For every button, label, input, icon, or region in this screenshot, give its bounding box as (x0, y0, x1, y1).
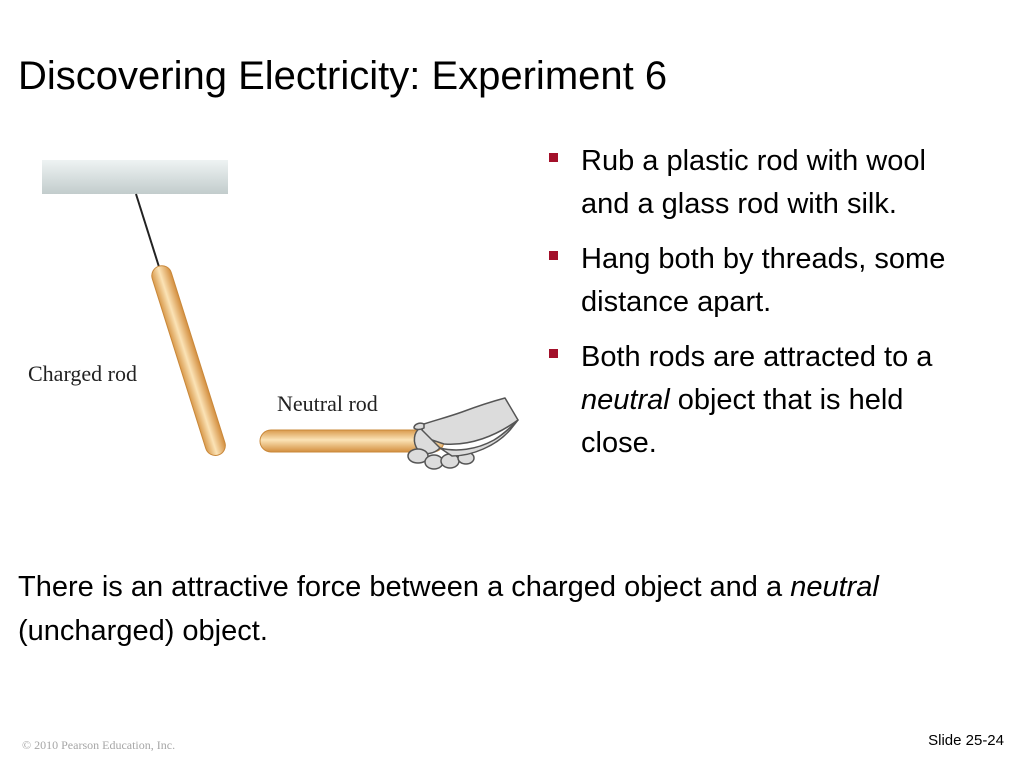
charged-rod-label: Charged rod (28, 361, 137, 386)
bullet-item: Rub a plastic rod with wool and a glass … (548, 140, 968, 226)
hand-illustration (407, 397, 519, 470)
bullet-text: object that is held close. (581, 384, 904, 459)
bullet-emphasis: neutral (581, 384, 670, 416)
bullet-item: Hang both by threads, some distance apar… (548, 238, 968, 324)
slide-number: Slide 25-24 (928, 732, 1004, 749)
neutral-rod-label: Neutral rod (277, 391, 378, 416)
summary-emphasis: neutral (790, 571, 879, 603)
summary-text: (uncharged) object. (18, 615, 268, 647)
experiment-illustration: Charged rod Neutral rod (28, 160, 519, 470)
charged-rod (151, 265, 226, 456)
square-bullet-icon (549, 251, 558, 260)
slide-title: Discovering Electricity: Experiment 6 (18, 54, 668, 98)
square-bullet-icon (549, 349, 558, 358)
experiment-figure: Charged rod Neutral rod (0, 130, 540, 490)
copyright-notice: © 2010 Pearson Education, Inc. (22, 738, 176, 752)
ceiling-support (42, 160, 228, 194)
summary-statement: There is an attractive force between a c… (18, 565, 978, 653)
bullet-text: Rub a plastic rod with wool and a glass … (581, 145, 926, 220)
bullet-list: Rub a plastic rod with wool and a glass … (548, 140, 968, 477)
summary-text: There is an attractive force between a c… (18, 571, 791, 603)
square-bullet-icon (549, 153, 558, 162)
hanging-thread (135, 193, 161, 271)
bullet-text: Both rods are attracted to a (581, 341, 933, 373)
bullet-item: Both rods are attracted to a neutral obj… (548, 336, 968, 465)
bullet-text: Hang both by threads, some distance apar… (581, 243, 946, 318)
